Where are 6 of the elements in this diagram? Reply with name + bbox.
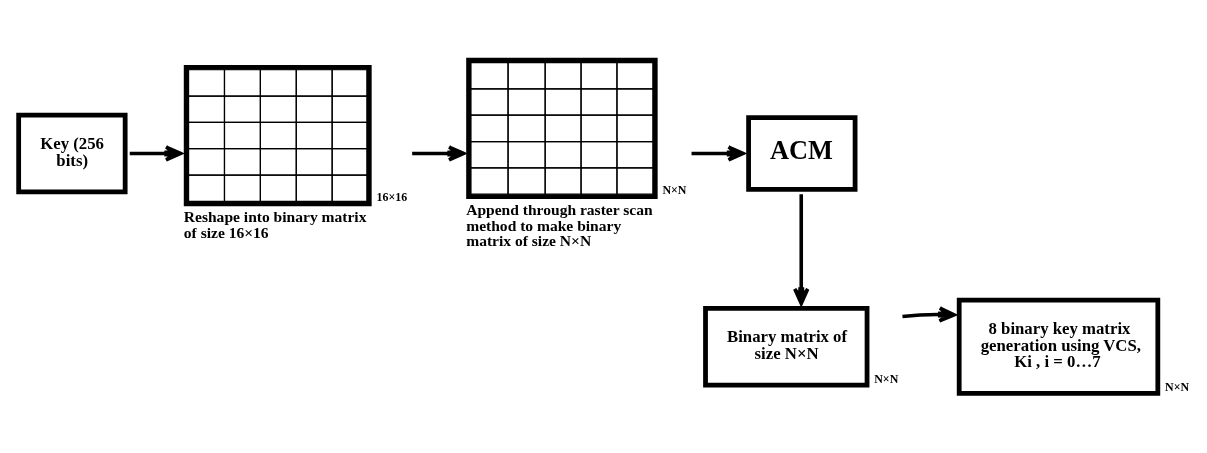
node-label: N×N (662, 183, 687, 198)
node-label: Reshape into binary matrix of size 16×16 (183, 208, 367, 241)
node-label: Append through raster scan method to make binary matrix of size N×N (466, 201, 653, 250)
node-label: N×N (874, 371, 899, 386)
node-label: N×N (1165, 380, 1190, 395)
node-label: 16×16 (376, 190, 408, 205)
